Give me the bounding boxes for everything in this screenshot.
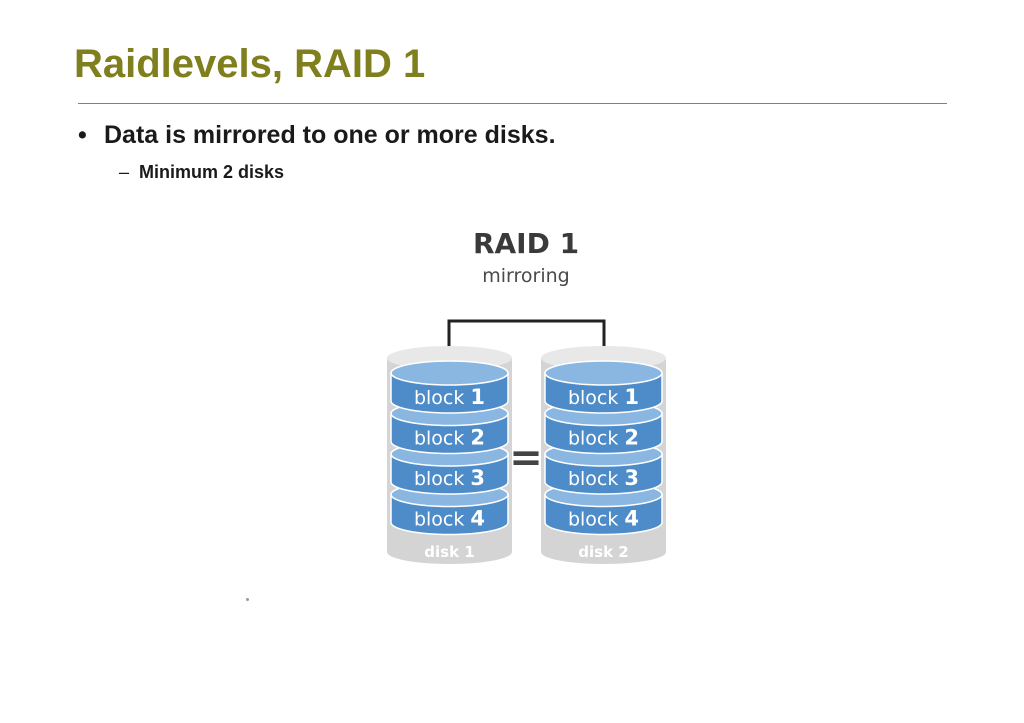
block-word: block <box>414 468 464 490</box>
block-label: block 1 <box>414 385 485 409</box>
disk-label: disk 1 <box>424 543 474 561</box>
block-word: block <box>414 509 464 531</box>
block-word: block <box>568 428 618 450</box>
diagram-title: RAID 1 <box>473 227 579 260</box>
slide-title: Raidlevels, RAID 1 <box>74 42 426 86</box>
mirror-connector <box>447 319 606 367</box>
block-top <box>390 360 509 386</box>
block-word: block <box>414 387 464 409</box>
sub-bullet-item: –Minimum 2 disks <box>119 160 284 184</box>
block-number: 4 <box>624 507 639 531</box>
block-number: 2 <box>470 426 485 450</box>
bullet-mark: • <box>78 121 87 149</box>
block-segment: block 4 <box>390 481 509 536</box>
block-word: block <box>414 428 464 450</box>
bullet-text: Data is mirrored to one or more disks. <box>104 121 556 149</box>
block-segment: block 1 <box>544 360 663 414</box>
block-label: block 3 <box>414 466 485 490</box>
disk-label: disk 2 <box>578 543 628 561</box>
title-divider <box>78 103 947 104</box>
block-label: block 2 <box>414 426 485 450</box>
block-number: 1 <box>624 385 639 409</box>
block-word: block <box>568 387 618 409</box>
block-number: 4 <box>470 507 485 531</box>
block-segment: block 2 <box>390 400 509 455</box>
block-word: block <box>568 509 618 531</box>
diagram-subtitle: mirroring <box>482 265 569 287</box>
block-number: 3 <box>624 466 639 490</box>
block-segment: block 1 <box>390 360 509 414</box>
equals-sign: = <box>509 435 543 481</box>
block-word: block <box>568 468 618 490</box>
block-label: block 2 <box>568 426 639 450</box>
bullet-item: • Data is mirrored to one or more disks. <box>78 118 556 152</box>
block-number: 3 <box>470 466 485 490</box>
sub-bullet-mark: – <box>119 162 130 182</box>
block-label: block 4 <box>568 507 639 531</box>
block-number: 2 <box>624 426 639 450</box>
sub-bullet-text: Minimum 2 disks <box>139 162 285 182</box>
block-top <box>544 360 663 386</box>
stray-dot <box>246 598 249 601</box>
block-label: block 4 <box>414 507 485 531</box>
block-label: block 3 <box>568 466 639 490</box>
block-label: block 1 <box>568 385 639 409</box>
block-number: 1 <box>470 385 485 409</box>
